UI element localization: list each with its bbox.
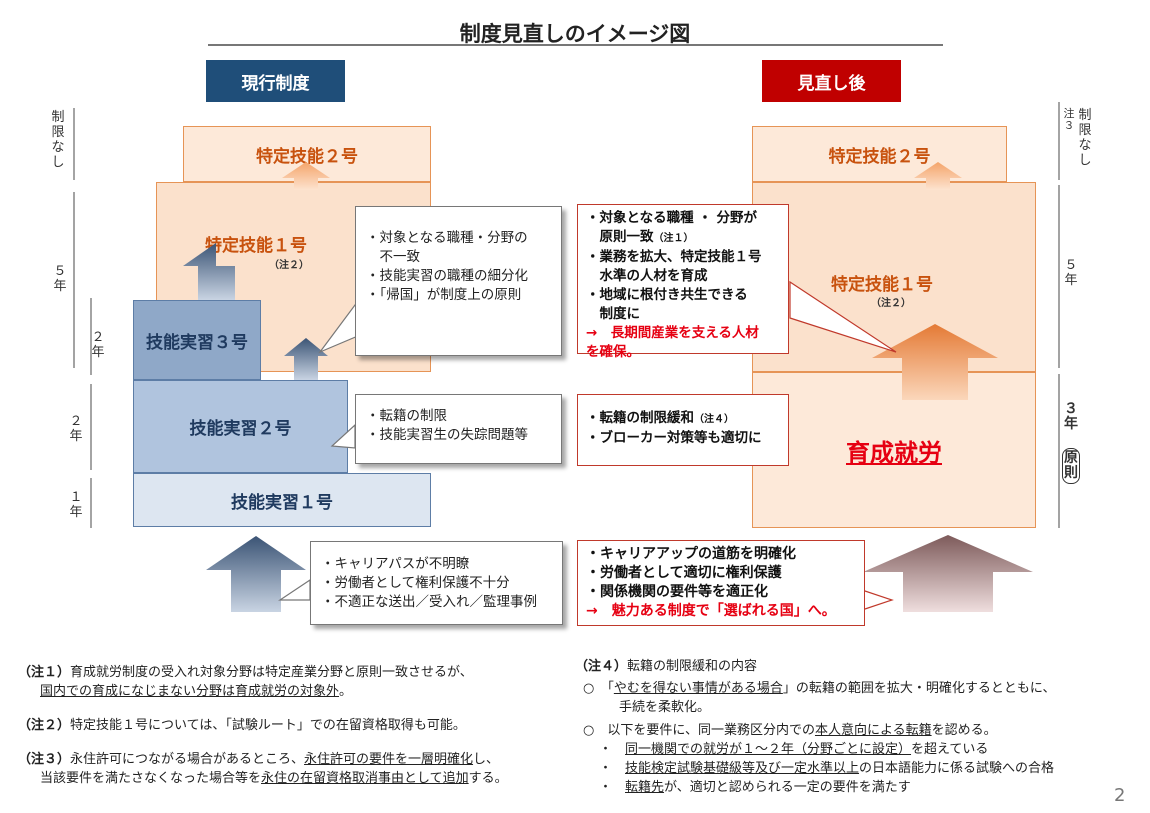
issue-upper-line-3: ・技能実習の職種の細分化 [366, 268, 528, 284]
arrow-up-tit3-ssw1 [183, 243, 235, 300]
issue-upper-line-1: ・対象となる職種・分野の [366, 230, 528, 246]
arrow-up-to-ssw2-left [282, 162, 330, 190]
issue-box-middle: ・転籍の制限 ・技能実習生の失踪問題等 [355, 394, 562, 464]
solution-upper-line-1: ・対象となる職種 ・ 分野が [586, 210, 757, 226]
issue-lower-line-3: ・不適正な送出／受入れ／監理事例 [321, 594, 537, 610]
revised-ikusei-block: 育成就労 [752, 372, 1036, 528]
footnote-1: （注１）育成就労制度の受入れ対象分野は特定産業分野と原則一致させるが、 国内での… [18, 665, 473, 699]
arrow-big-blue [206, 536, 306, 612]
revised-ssw1-note: （注２） [871, 298, 911, 309]
arrow-up-to-ssw2-right [914, 162, 962, 190]
callout-pointer-middle [330, 423, 356, 449]
page-number: 2 [1114, 785, 1126, 806]
solution-upper-line-5: ・地域に根付き共生できる [586, 287, 748, 303]
current-tit3-block: 技能実習３号 [133, 300, 261, 380]
issue-upper-line-2: 不一致 [366, 249, 420, 265]
footnote-1-label: （注１） [18, 665, 71, 680]
solution-upper-line-2: 原則一致（注１） [586, 229, 694, 245]
left-axis-2yr-b: ２年 [69, 414, 83, 444]
footnote-2-label: （注２） [18, 718, 71, 733]
solution-pointer-upper [789, 280, 897, 353]
footnote-4-label: （注４） [575, 659, 628, 674]
revised-ssw2-label: 特定技能２号 [828, 146, 931, 167]
solution-middle-line-2: ・ブローカー対策等も適切に [586, 430, 762, 446]
right-axis-principle: 原則 [1062, 448, 1080, 484]
title-underline [208, 44, 943, 46]
current-tit2-label: 技能実習２号 [189, 419, 292, 439]
left-axis-2yr-a: ２年 [91, 330, 105, 360]
left-axis-1yr: １年 [69, 490, 83, 520]
arrow-big-orange [872, 324, 998, 400]
solution-upper-note1: （注１） [653, 233, 694, 244]
right-axis-3yr: ３年 [1064, 401, 1078, 432]
solution-upper-line-4: 水準の人材を育成 [586, 268, 708, 284]
solution-upper-line-3: ・業務を拡大、特定技能１号 [586, 249, 762, 265]
solution-lower-line-3: ・関係機関の要件等を適正化 [586, 584, 768, 600]
footnote-3-label: （注３） [18, 752, 71, 767]
solution-box-upper: ・対象となる職種 ・ 分野が 原則一致（注１） ・業務を拡大、特定技能１号 水準… [577, 204, 789, 360]
solution-lower-line-1: ・キャリアアップの道筋を明確化 [586, 546, 796, 562]
footnote-3: （注３）永住許可につながる場合があるところ、永住許可の要件を一層明確化し、 当該… [18, 752, 508, 786]
issue-upper-line-4: ・「帰国」が制度上の原則 [366, 287, 522, 303]
page-title: 制度見直しのイメージ図 [459, 22, 691, 46]
issue-middle-line-1: ・転籍の制限 [366, 408, 447, 424]
solution-upper-line-8: を確保。 [586, 344, 640, 360]
footnote-4: （注４）転籍の制限緩和の内容 ○ 「やむを得ない事情がある場合」の転籍の範囲を拡… [575, 659, 1056, 795]
current-tit1-block: 技能実習１号 [133, 473, 431, 527]
issue-box-lower: ・キャリアパスが不明瞭 ・労働者として権利保護不十分 ・不適正な送出／受入れ／監… [310, 541, 563, 625]
solution-box-lower: ・キャリアアップの道筋を明確化 ・労働者として適切に権利保護 ・関係機関の要件等… [577, 540, 865, 626]
current-ssw1-note: （注２） [269, 260, 309, 271]
left-axis-5yr: ５年 [53, 264, 67, 294]
current-tit1-label: 技能実習１号 [231, 492, 333, 513]
right-axis-unlimited: 制限なし [1078, 108, 1092, 168]
issue-box-upper: ・対象となる職種・分野の 不一致 ・技能実習の職種の細分化 ・「帰国」が制度上の… [355, 206, 562, 356]
arrow-big-brown [863, 535, 1033, 612]
callout-pointer-lower [278, 578, 311, 601]
footnote-2: （注２）特定技能１号については、「試験ルート」での在留資格取得も可能。 [18, 718, 466, 733]
current-tit2-block: 技能実習２号 [133, 380, 348, 473]
solution-box-middle: ・転籍の制限緩和（注４） ・ブローカー対策等も適切に [577, 394, 789, 466]
solution-lower-line-4: → 魅力ある制度で「選ばれる国」へ。 [586, 603, 836, 619]
current-tit3-label: 技能実習３号 [146, 332, 248, 353]
solution-pointer-lower [861, 589, 894, 611]
revised-system-header: 見直し後 [762, 60, 901, 102]
issue-lower-line-1: ・キャリアパスが不明瞭 [321, 556, 470, 572]
current-ssw1-label: 特定技能１号 [205, 236, 307, 256]
issue-lower-line-2: ・労働者として権利保護不十分 [321, 575, 510, 591]
solution-middle-note4: （注４） [694, 414, 734, 425]
current-system-header: 現行制度 [206, 60, 345, 102]
arrow-up-tit2-tit3 [284, 338, 328, 380]
right-axis-note3: 注３ [1063, 107, 1075, 132]
issue-middle-line-2: ・技能実習生の失踪問題等 [366, 427, 528, 443]
solution-upper-line-6: 制度に [586, 306, 640, 322]
solution-lower-line-2: ・労働者として適切に権利保護 [586, 565, 782, 581]
solution-middle-line-1: ・転籍の制限緩和（注４） [586, 410, 734, 426]
revised-ikusei-label: 育成就労 [846, 438, 942, 467]
current-ssw2-label: 特定技能２号 [256, 146, 358, 167]
revised-ssw1-label: 特定技能１号 [831, 275, 933, 295]
revised-ssw2-block: 特定技能２号 [752, 126, 1007, 182]
solution-upper-line-7: → 長期間産業を支える人材 [586, 325, 759, 341]
revised-ssw1-block: 特定技能１号 （注２） [752, 182, 1036, 372]
right-axis-5yr: ５年 [1064, 258, 1078, 288]
left-axis-unlimited: 制限なし [51, 110, 65, 170]
